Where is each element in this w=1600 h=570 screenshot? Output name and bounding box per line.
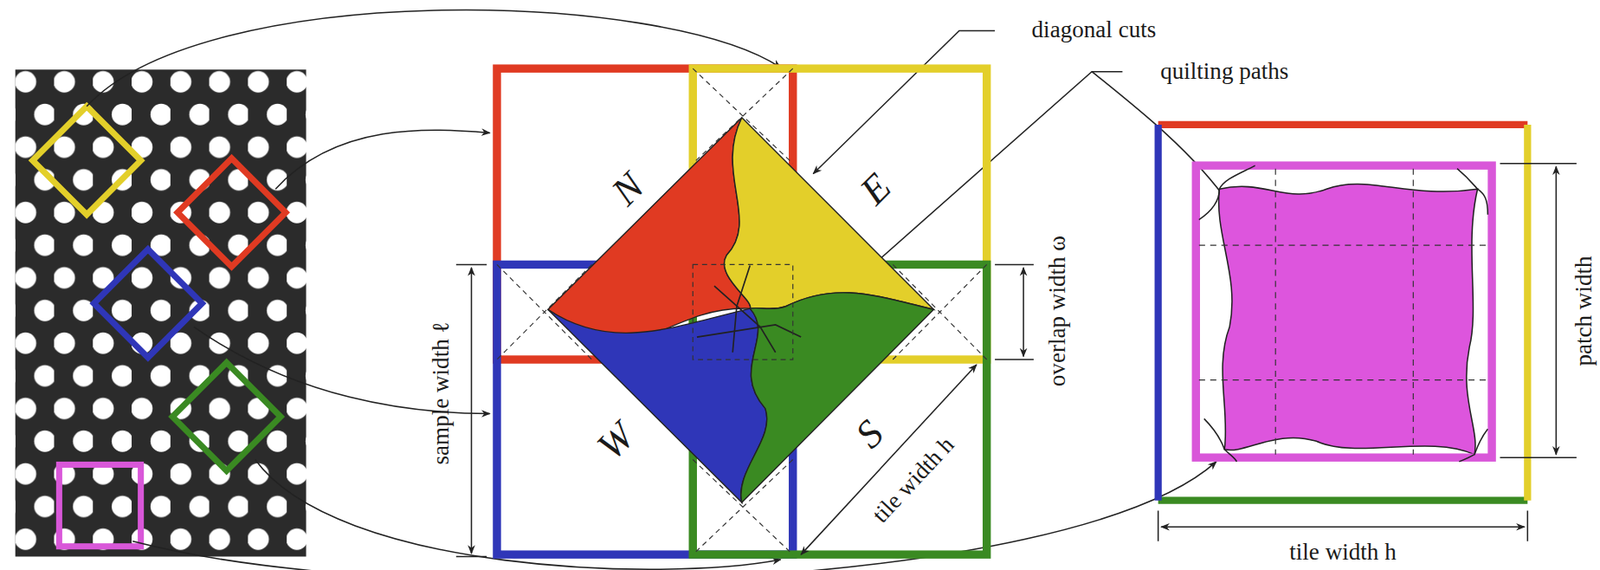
- quadrant-letter: N: [604, 165, 652, 213]
- sample-squares: [496, 68, 988, 555]
- callout-label: diagonal cuts: [1032, 19, 1157, 43]
- quadrant-letter: E: [852, 166, 898, 212]
- dimension-arrows: [456, 264, 1034, 556]
- diagonal-cut-lines: [496, 68, 988, 555]
- quadrant-letter: W: [589, 415, 641, 467]
- dimension-label: sample width ℓ: [430, 321, 454, 465]
- callout-label: quilting paths: [1160, 59, 1289, 84]
- dimension-label: tile width h: [1289, 540, 1396, 564]
- leader-arrows: [86, 10, 1230, 570]
- dimension-label: overlap width ω: [1046, 235, 1071, 387]
- texture-sample: [15, 69, 307, 556]
- quilting-paths: [696, 265, 801, 353]
- quadrant-letter: S: [848, 412, 891, 455]
- sample-windows: [32, 106, 286, 547]
- output-tile: [1158, 124, 1577, 542]
- tile-quadrants: [548, 117, 934, 503]
- dimension-label: patch width: [1573, 256, 1597, 367]
